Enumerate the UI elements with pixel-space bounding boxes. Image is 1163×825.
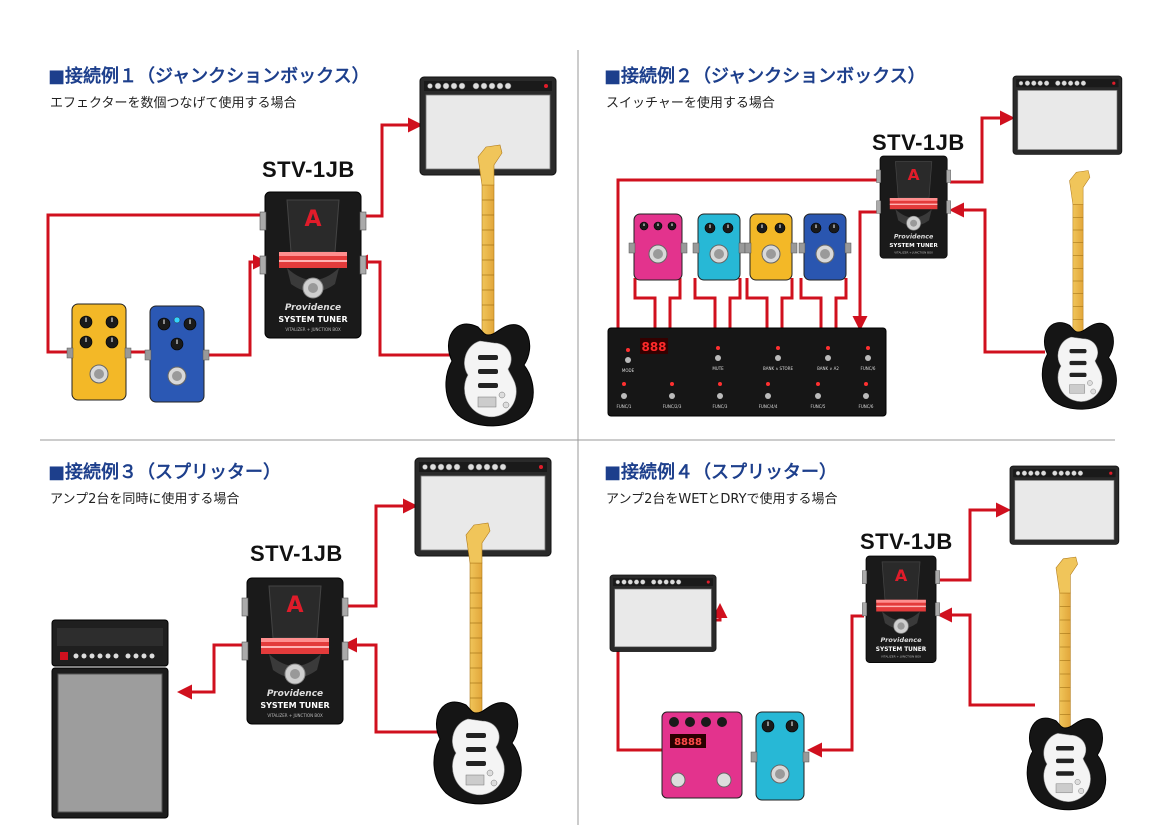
- p2-loop-send-4: [799, 278, 823, 330]
- p2-pedal-yellow: [744, 213, 798, 281]
- p2-pedal-cyan: [692, 213, 746, 281]
- panel-3-model-label: STV-1JB: [250, 541, 343, 566]
- p4-amp-2: [609, 574, 717, 652]
- p2-switcher-top-label: MUTE: [712, 366, 724, 371]
- p2-switcher-bottom-label: FUNC/3: [713, 404, 728, 409]
- p2-switcher-bottom-label: FUNC/5: [811, 404, 826, 409]
- p4-cable-wet-amp: [936, 502, 1011, 582]
- p3-amp-stack: [51, 619, 169, 819]
- p1-tuner: [259, 191, 367, 339]
- p4-cable-guitar: [937, 607, 1035, 707]
- p3-tuner: [241, 577, 349, 725]
- p1-pedal-blue: [144, 305, 210, 403]
- p1-cable-send: [46, 213, 270, 354]
- p2-switcher-top-label: BANK ∨ A2: [817, 366, 839, 371]
- panel-1-title: ■接続例１（ジャンクションボックス）: [48, 66, 370, 87]
- p3-guitar: [433, 522, 522, 805]
- panel-2-title: ■接続例２（ジャンクションボックス）: [604, 66, 926, 87]
- p2-cable-to-amp: [950, 110, 1015, 184]
- p2-cable-guitar: [949, 202, 1045, 354]
- p2-cable-send: [616, 178, 880, 330]
- panel-4-model-label: STV-1JB: [860, 529, 953, 554]
- p4-cable-to-effects: [807, 614, 864, 758]
- panel-1-model-label: STV-1JB: [262, 157, 355, 182]
- panel-4-subtitle: アンプ2台をWETとDRYで使用する場合: [606, 492, 838, 507]
- panel-3-title: ■接続例３（スプリッター）: [48, 462, 282, 483]
- p4-delay-display: 8888: [674, 737, 702, 748]
- p2-switcher-top-label: FUNC/6: [861, 366, 876, 371]
- p2-loop-return-3: [780, 278, 794, 330]
- p1-guitar: [445, 144, 534, 427]
- p2-switcher-top-label: BANK ∧ STORE: [763, 366, 793, 371]
- p2-loop-return-2: [728, 278, 742, 330]
- panel-1-subtitle: エフェクターを数個つなげて使用する場合: [50, 96, 297, 111]
- p2-pedal-blue: [798, 213, 852, 281]
- p2-switcher-bottom-label: FUNC/2/3: [663, 404, 682, 409]
- p2-switcher-bottom-label: FUNC/1: [617, 404, 632, 409]
- p1-cable-guitar: [353, 254, 474, 357]
- p2-loop-send-3: [745, 278, 769, 330]
- p2-switcher-top-label: MODE: [622, 368, 635, 373]
- p2-switcher-bottom-label: FUNC/4/4: [759, 404, 778, 409]
- p2-cable-return: [852, 210, 880, 331]
- panel-3-subtitle: アンプ2台を同時に使用する場合: [50, 492, 240, 507]
- panel-4-title: ■接続例４（スプリッター）: [604, 462, 838, 483]
- p2-amp: [1012, 75, 1123, 155]
- p2-loop-return-1: [668, 278, 682, 330]
- p4-tuner: [861, 555, 941, 663]
- p2-loop-send-2: [693, 278, 717, 330]
- p2-tuner: [876, 155, 952, 259]
- p2-switcher-bottom-label: FUNC/6: [859, 404, 874, 409]
- panel-2-subtitle: スイッチャーを使用する場合: [606, 96, 775, 111]
- p3-cable-to-amp-1: [346, 498, 418, 608]
- p3-cable-to-amp-2: [177, 643, 246, 700]
- p2-pedal-pink: [628, 213, 688, 281]
- p1-pedal-yellow: [66, 303, 132, 401]
- p2-guitar: [1041, 170, 1117, 410]
- p2-switcher-display: 888: [641, 340, 666, 354]
- p4-amp-1: [1009, 465, 1120, 545]
- p1-cable-return: [205, 254, 268, 357]
- panel-2-model-label: STV-1JB: [872, 130, 965, 155]
- p4-pedal-cyan: [750, 711, 810, 801]
- p2-loop-send-1: [633, 278, 657, 330]
- p4-guitar: [1026, 556, 1107, 811]
- p2-loop-return-4: [834, 278, 848, 330]
- p4-delay-pedal: 8888: [661, 711, 743, 799]
- p3-cable-guitar: [342, 637, 462, 734]
- p1-cable-to-amp: [358, 117, 423, 218]
